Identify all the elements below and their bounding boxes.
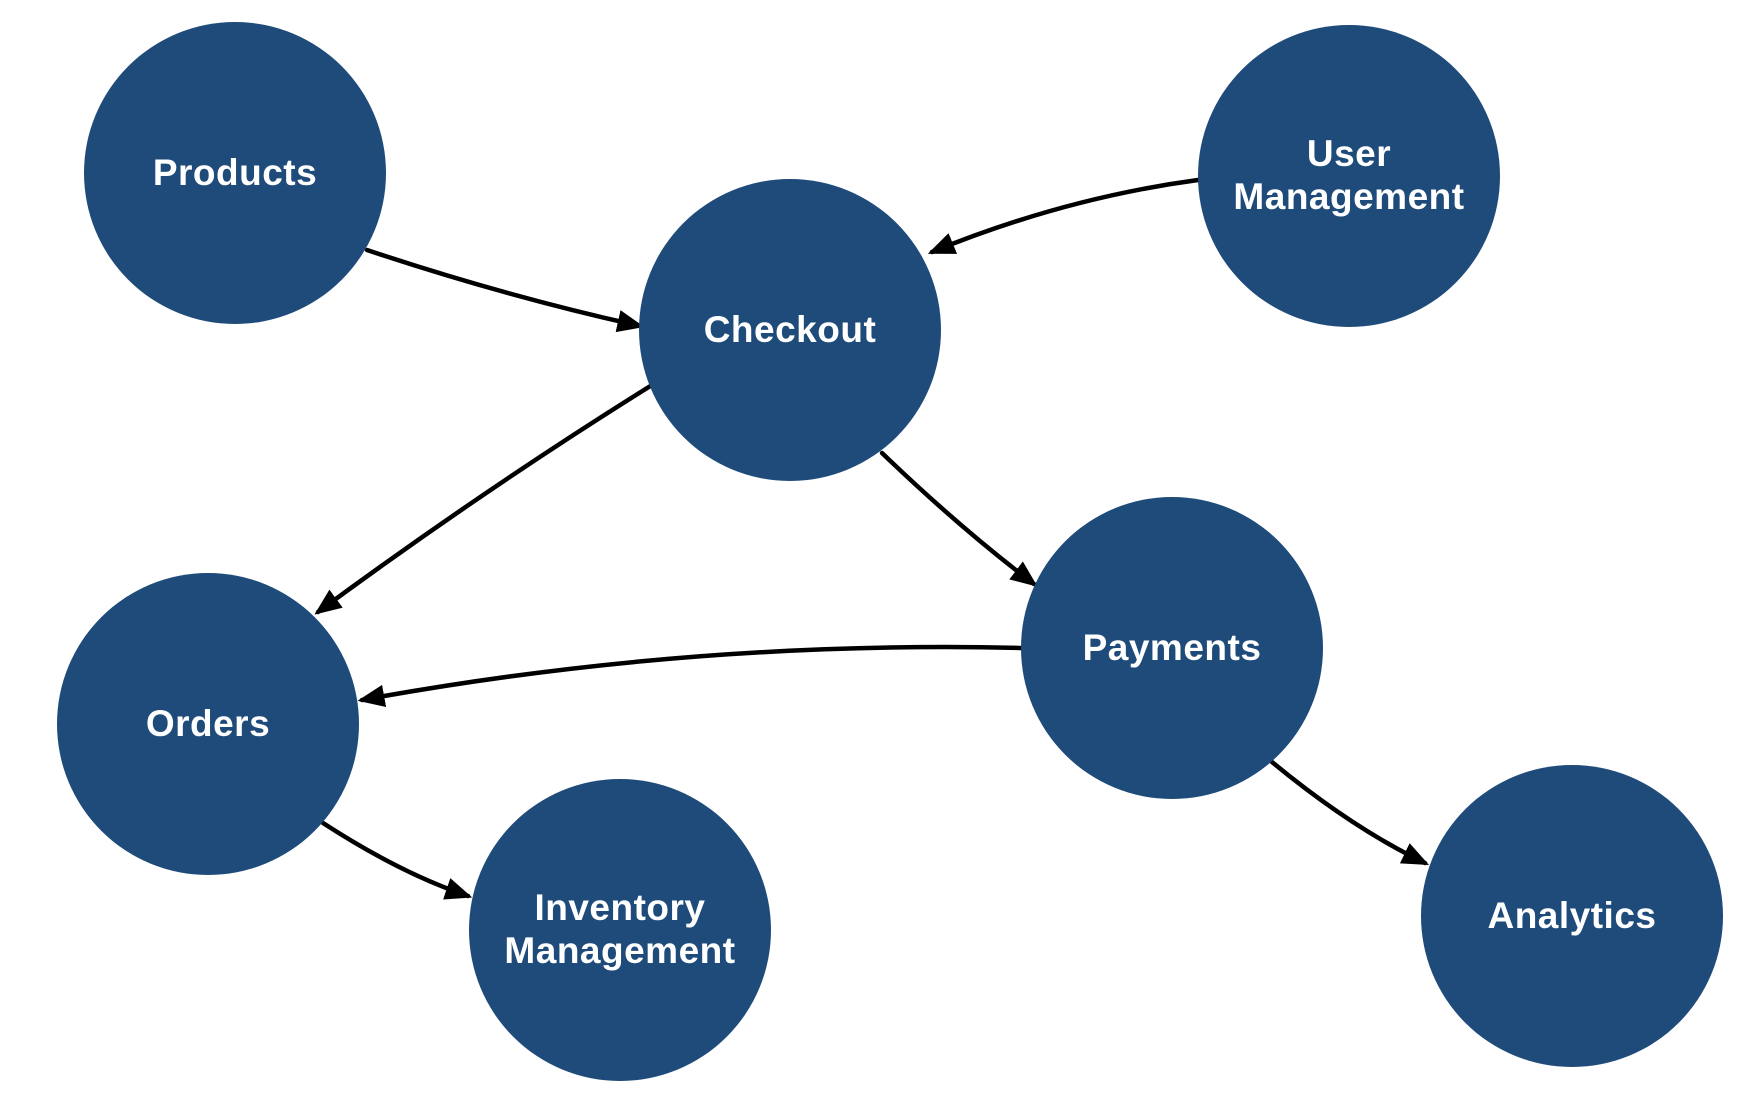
- node-label-payments: Payments: [1082, 626, 1262, 668]
- node-analytics[interactable]: Analytics: [1421, 765, 1723, 1067]
- node-label-user-management: User Management: [1233, 133, 1465, 217]
- node-payments[interactable]: Payments: [1021, 497, 1323, 799]
- node-label-orders: Orders: [145, 702, 271, 744]
- edge-orders-to-inventory-management[interactable]: [320, 820, 473, 900]
- edge-user-management-to-checkout[interactable]: [927, 177, 1201, 255]
- edge-checkout-to-payments[interactable]: [879, 450, 1038, 587]
- node-checkout[interactable]: Checkout: [639, 179, 941, 481]
- node-products[interactable]: Products: [84, 22, 386, 324]
- node-label-analytics: Analytics: [1487, 894, 1657, 936]
- node-inventory-management[interactable]: Inventory Management: [469, 779, 771, 1081]
- edge-payments-to-orders[interactable]: [357, 644, 1026, 708]
- node-user-management[interactable]: User Management: [1198, 25, 1500, 327]
- node-label-products: Products: [152, 151, 318, 193]
- node-orders[interactable]: Orders: [57, 573, 359, 875]
- node-label-checkout: Checkout: [703, 308, 877, 350]
- node-label-inventory-management: Inventory Management: [504, 887, 736, 971]
- edge-payments-to-analytics[interactable]: [1269, 759, 1430, 866]
- edge-products-to-checkout[interactable]: [364, 247, 645, 333]
- edge-checkout-to-orders[interactable]: [314, 382, 655, 615]
